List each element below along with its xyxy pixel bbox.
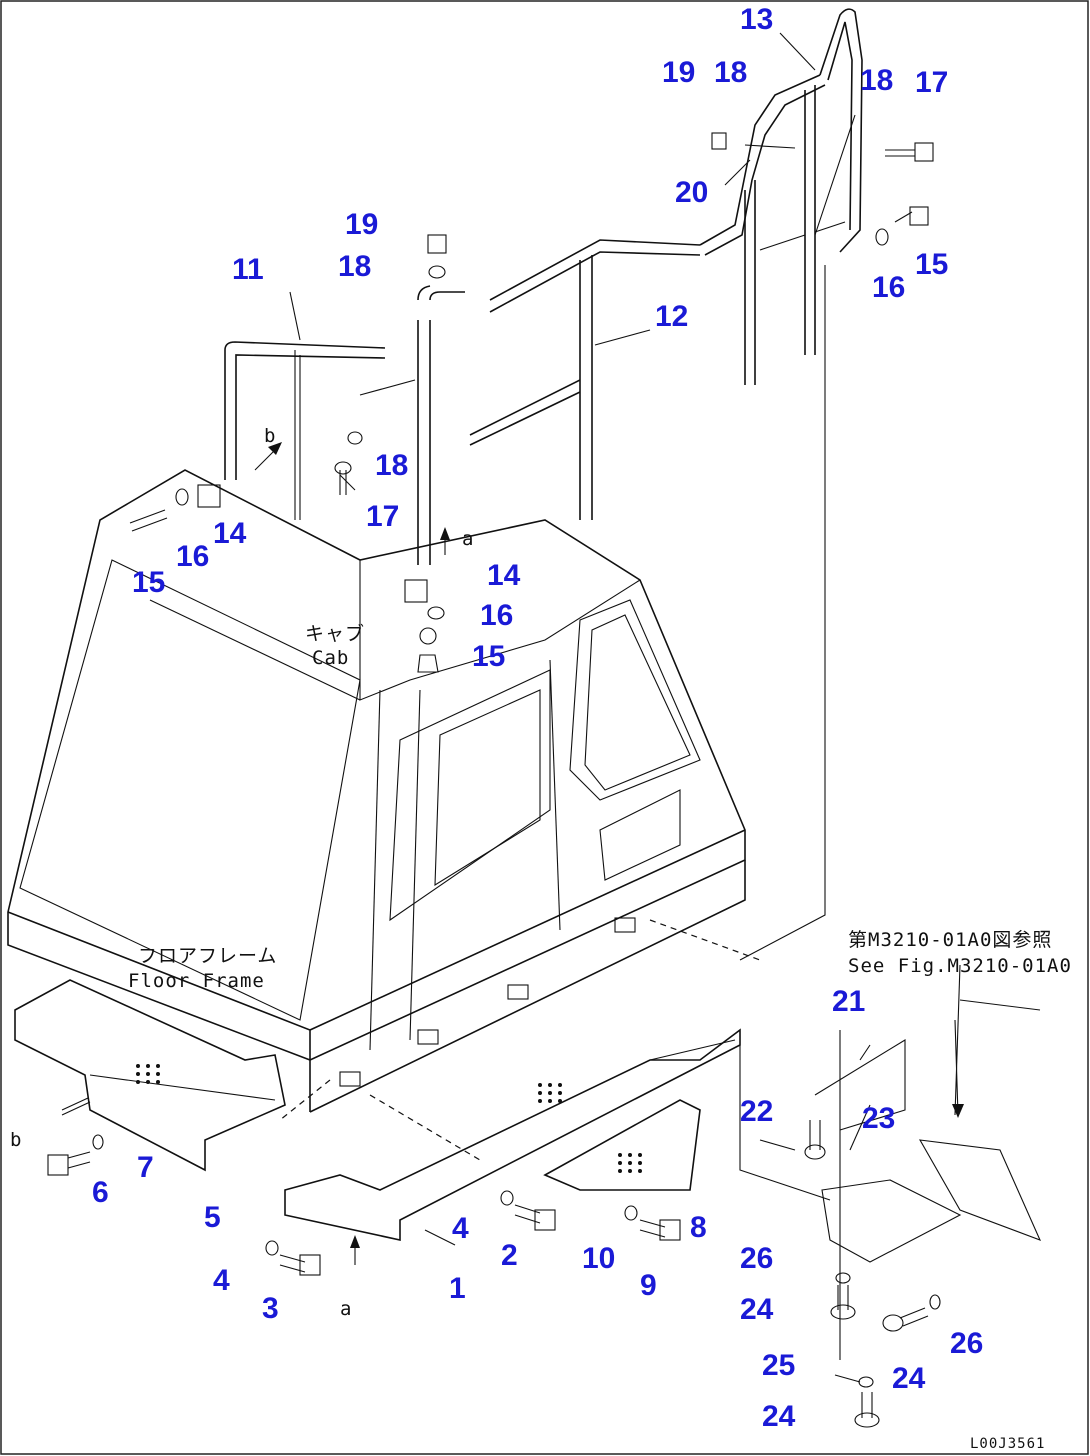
- part-label-12: 12: [655, 300, 688, 333]
- ref-letter-b: b: [264, 425, 276, 447]
- part-label-17: 17: [915, 66, 948, 99]
- part-label-18: 18: [714, 56, 747, 89]
- part-label-14: 14: [487, 559, 521, 592]
- part-label-5: 5: [204, 1201, 221, 1234]
- drawing-code: L00J3561: [970, 1436, 1045, 1452]
- handrails: [224, 8, 863, 1360]
- floor-frame: [14, 919, 831, 1241]
- part-number-labels: 13 19 18 18 17 20 19 18 11 12 16 15 18 1…: [92, 3, 983, 1433]
- part-label-11: 11: [232, 253, 264, 286]
- part-label-7: 7: [137, 1151, 154, 1184]
- part-label-19: 19: [662, 56, 695, 89]
- part-label-26: 26: [740, 1242, 773, 1275]
- part-label-21: 21: [832, 985, 865, 1018]
- part-label-14: 14: [213, 517, 247, 550]
- fasteners: [47, 132, 1042, 1428]
- ref-letter-b: b: [10, 1129, 22, 1151]
- see-figure-note-jp: 第M3210-01A0図参照: [848, 929, 1052, 951]
- part-label-10: 10: [582, 1242, 615, 1275]
- part-label-13: 13: [740, 3, 773, 36]
- part-label-20: 20: [675, 176, 708, 209]
- part-label-24: 24: [892, 1362, 926, 1395]
- part-label-16: 16: [176, 540, 209, 573]
- part-label-16: 16: [872, 271, 905, 304]
- part-label-2: 2: [501, 1239, 518, 1272]
- direction-arrows: [61, 442, 964, 1265]
- part-label-4: 4: [213, 1264, 230, 1297]
- part-label-15: 15: [915, 248, 948, 281]
- part-label-15: 15: [472, 640, 505, 673]
- part-label-16: 16: [480, 599, 513, 632]
- part-label-1: 1: [449, 1272, 466, 1305]
- see-figure-note-en: See Fig.M3210-01A0: [848, 955, 1072, 977]
- cab-body: [7, 469, 746, 1113]
- ref-letter-a: a: [462, 528, 474, 550]
- part-label-19: 19: [345, 208, 378, 241]
- leader-lines: [289, 32, 1041, 1246]
- part-label-25: 25: [762, 1349, 795, 1382]
- part-label-15: 15: [132, 566, 165, 599]
- part-label-4: 4: [452, 1212, 469, 1245]
- part-label-18: 18: [338, 250, 371, 283]
- ref-letter-a: a: [340, 1298, 352, 1320]
- part-label-26: 26: [950, 1327, 983, 1360]
- part-label-24: 24: [762, 1400, 796, 1433]
- part-label-3: 3: [262, 1292, 279, 1325]
- part-label-9: 9: [640, 1269, 657, 1302]
- part-label-8: 8: [690, 1211, 707, 1244]
- floor-frame-label-en: Floor Frame: [128, 970, 265, 992]
- floor-frame-label-jp: フロアフレーム: [138, 945, 277, 967]
- part-label-18: 18: [860, 64, 893, 97]
- part-label-22: 22: [740, 1095, 773, 1128]
- part-label-24: 24: [740, 1293, 774, 1326]
- cab-label-en: Cab: [312, 647, 349, 669]
- part-label-6: 6: [92, 1176, 109, 1209]
- cab-label-jp: キャブ: [305, 622, 365, 645]
- part-label-23: 23: [862, 1102, 895, 1135]
- part-label-17: 17: [366, 500, 399, 533]
- part-label-18: 18: [375, 449, 408, 482]
